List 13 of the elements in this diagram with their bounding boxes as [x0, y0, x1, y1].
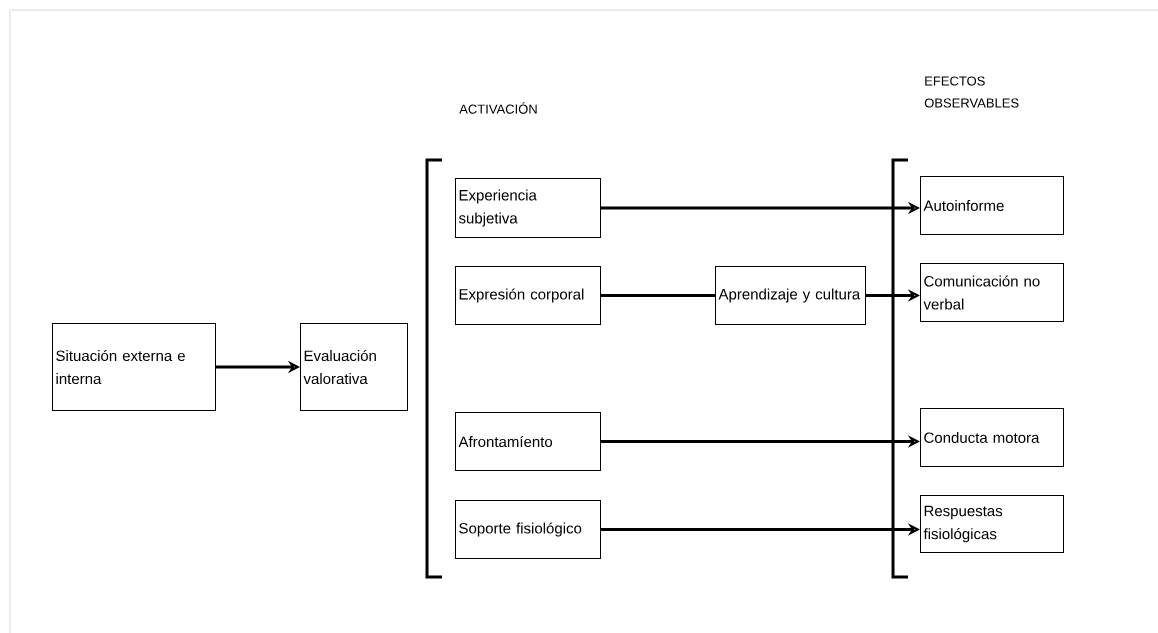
process-box: Aprendizaje y cultura — [715, 266, 866, 325]
process-box: Evaluación valorativa — [300, 323, 408, 411]
process-box: Experiencia subjetiva — [455, 178, 601, 238]
process-box: Respuestas fisiológicas — [920, 495, 1064, 553]
heading: ACTIVACIÓN — [459, 102, 537, 114]
heading: EFECTOS OBSERVABLES — [924, 76, 1019, 108]
process-box: Conducta motora — [920, 408, 1064, 467]
process-box: Soporte fisiológico — [455, 500, 601, 559]
process-box: Autoinforme — [920, 176, 1064, 235]
process-box: Comunicación no verbal — [920, 263, 1064, 322]
process-box: Expresión corporal — [455, 266, 601, 325]
process-box: Afrontamíento — [455, 412, 601, 471]
process-box: Situación externa e interna — [52, 323, 216, 411]
